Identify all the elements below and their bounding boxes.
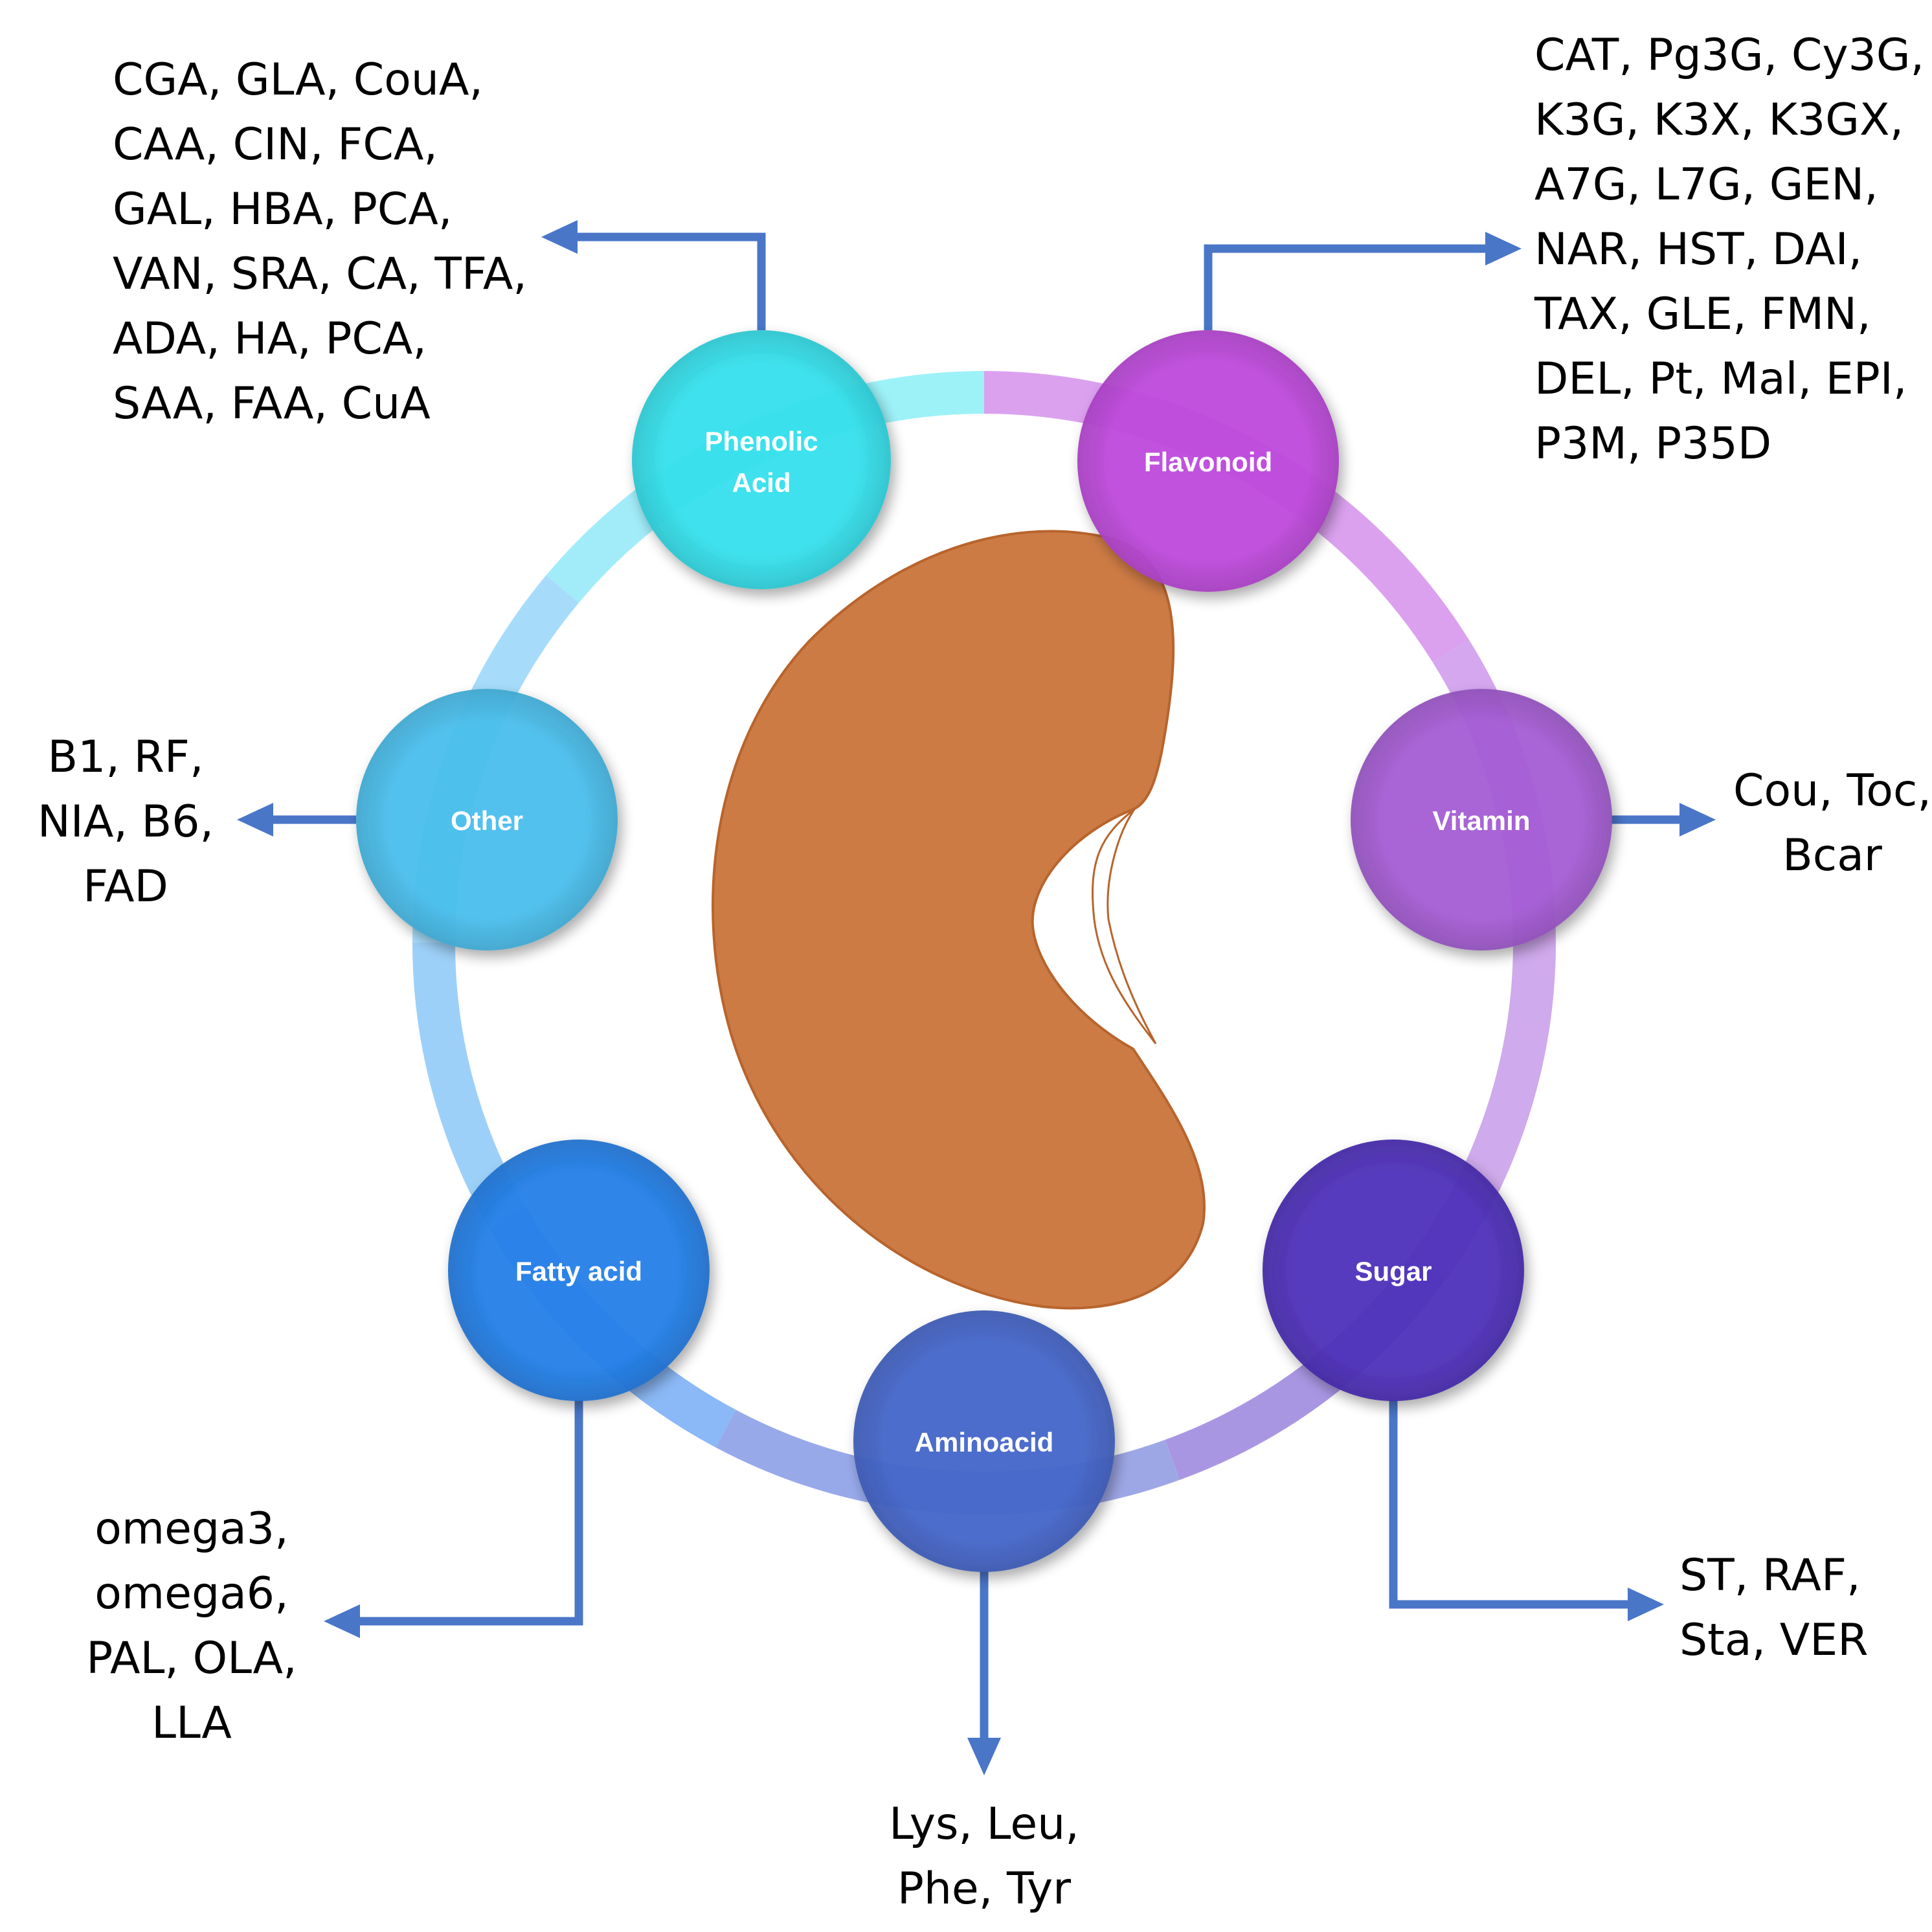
node-fatty-acid[interactable]: Fatty acid	[448, 1140, 710, 1401]
vitamin-list-line: Cou, Toc,	[1733, 765, 1931, 816]
arrow-sugar	[1389, 1400, 1638, 1609]
other-list-line: B1, RF,	[47, 732, 203, 783]
arrow-head-flavonoid	[1485, 232, 1522, 265]
category-nodes: Phenolic Acid Flavonoid Vitamin Sugar Am…	[356, 330, 1612, 1572]
phenolic-list-line: ADA, HA, PCA,	[113, 313, 427, 365]
arrow-head-other	[237, 803, 273, 837]
phenolic-list-line: SAA, FAA, CuA	[113, 378, 431, 429]
node-other[interactable]: Other	[356, 689, 618, 950]
flavonoid-list: CAT, Pg3G, Cy3G, K3G, K3X, K3GX, A7G, L7…	[1534, 30, 1924, 469]
flavonoid-list-line: DEL, Pt, Mal, EPI,	[1534, 354, 1907, 405]
arrow-head-fatty-acid	[324, 1604, 360, 1638]
arrow-head-vitamin	[1679, 803, 1716, 837]
bean-notch	[1092, 808, 1157, 1044]
phenolic-list-line: CAA, CIN, FCA,	[113, 119, 438, 170]
node-flavonoid[interactable]: Flavonoid	[1077, 330, 1339, 592]
fatty-acid-list-line: LLA	[152, 1698, 232, 1749]
fatty-acid-list-line: omega3,	[95, 1503, 288, 1555]
flavonoid-list-line: NAR, HST, DAI,	[1534, 224, 1862, 275]
phenolic-acid-list: CGA, GLA, CouA, CAA, CIN, FCA, GAL, HBA,…	[113, 54, 527, 429]
kidney-bean-icon	[712, 530, 1206, 1310]
node-phenolic-acid[interactable]: Phenolic Acid	[632, 330, 891, 589]
flavonoid-list-line: P3M, P35D	[1534, 418, 1771, 469]
vitamin-list: Cou, Toc, Bcar	[1733, 765, 1931, 881]
aminoacid-list: Lys, Leu, Phe, Tyr	[889, 1799, 1079, 1915]
node-other-label: Other	[451, 805, 523, 836]
arrow-head-phenolic	[541, 220, 578, 254]
arrow-head-sugar	[1628, 1588, 1664, 1621]
node-sugar[interactable]: Sugar	[1263, 1140, 1524, 1401]
phenolic-list-line: VAN, SRA, CA, TFA,	[113, 249, 527, 300]
sugar-list: ST, RAF, Sta, VER	[1679, 1550, 1868, 1666]
other-list: B1, RF, NIA, B6, FAD	[38, 732, 214, 912]
aminoacid-list-line: Phe, Tyr	[897, 1863, 1071, 1915]
node-aminoacid-label: Aminoacid	[915, 1427, 1054, 1457]
node-vitamin[interactable]: Vitamin	[1351, 689, 1612, 950]
node-phenolic-label-line1: Phenolic	[704, 426, 818, 456]
other-list-line: FAD	[83, 861, 168, 912]
arrow-head-aminoacid	[967, 1738, 1001, 1775]
vitamin-list-line: Bcar	[1782, 830, 1882, 881]
node-flavonoid-label: Flavonoid	[1144, 447, 1272, 477]
node-phenolic-label-line2: Acid	[732, 467, 791, 498]
node-fatty-acid-label: Fatty acid	[515, 1256, 642, 1286]
node-vitamin-label: Vitamin	[1433, 805, 1531, 836]
arrow-flavonoid	[1204, 244, 1496, 330]
fatty-acid-list-line: PAL, OLA,	[86, 1633, 297, 1684]
fatty-acid-list-line: omega6,	[95, 1568, 288, 1619]
aminoacid-list-line: Lys, Leu,	[889, 1799, 1079, 1850]
sugar-list-line: Sta, VER	[1679, 1615, 1868, 1666]
flavonoid-list-line: A7G, L7G, GEN,	[1534, 159, 1878, 210]
flavonoid-list-line: K3G, K3X, K3GX,	[1534, 95, 1904, 146]
connector-arrows	[237, 220, 1716, 1775]
node-aminoacid[interactable]: Aminoacid	[853, 1310, 1115, 1572]
sugar-list-line: ST, RAF,	[1679, 1550, 1861, 1601]
flavonoid-list-line: TAX, GLE, FMN,	[1534, 289, 1871, 340]
phenolic-list-line: CGA, GLA, CouA,	[113, 54, 483, 106]
flavonoid-list-line: CAT, Pg3G, Cy3G,	[1534, 30, 1924, 81]
fatty-acid-list: omega3, omega6, PAL, OLA, LLA	[86, 1503, 297, 1749]
arrow-phenolic	[567, 232, 766, 330]
arrow-fatty-acid	[350, 1400, 583, 1626]
node-sugar-label: Sugar	[1354, 1256, 1432, 1286]
phenolic-list-line: GAL, HBA, PCA,	[113, 184, 452, 235]
other-list-line: NIA, B6,	[38, 796, 214, 848]
